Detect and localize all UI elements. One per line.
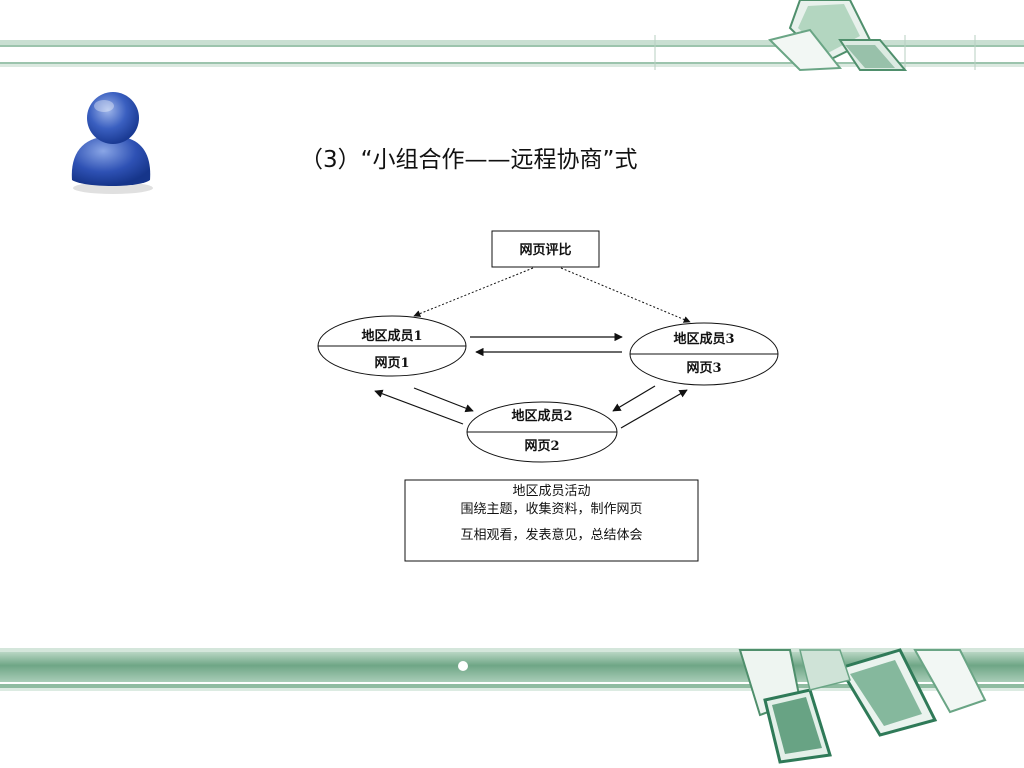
member2-node (466, 401, 618, 463)
activity-box-line2: 互相观看，发表意见，总结体会 (460, 528, 643, 543)
member1-name: 地区成员1 (361, 329, 423, 344)
top-decor-band (0, 0, 1024, 72)
activity-box-line1: 围绕主题，收集资料，制作网页 (460, 502, 643, 517)
dotted-arrow-to-member1 (413, 267, 534, 317)
member2-name: 地区成员2 (511, 409, 573, 424)
member1-node (317, 315, 467, 377)
member3-name: 地区成员3 (673, 332, 735, 347)
arrow-member3-to-member2 (612, 385, 656, 412)
arrow-member1-to-member2 (413, 387, 474, 413)
member2-page: 网页2 (524, 439, 560, 454)
top-box (491, 230, 600, 268)
member1-page: 网页1 (374, 356, 410, 371)
page-title: （3）“小组合作——远程协商”式 (300, 147, 638, 173)
activity-box (404, 479, 699, 562)
arrow-member2-to-member3 (620, 389, 688, 429)
dotted-arrow-to-member3 (560, 267, 691, 323)
arrow-member2-to-member1 (374, 389, 464, 425)
user-avatar-icon (71, 92, 153, 194)
activity-box-title: 地区成员活动 (512, 484, 591, 499)
member3-page: 网页3 (686, 361, 722, 376)
top-box-label: 网页评比 (519, 243, 572, 258)
member3-node (629, 322, 779, 386)
